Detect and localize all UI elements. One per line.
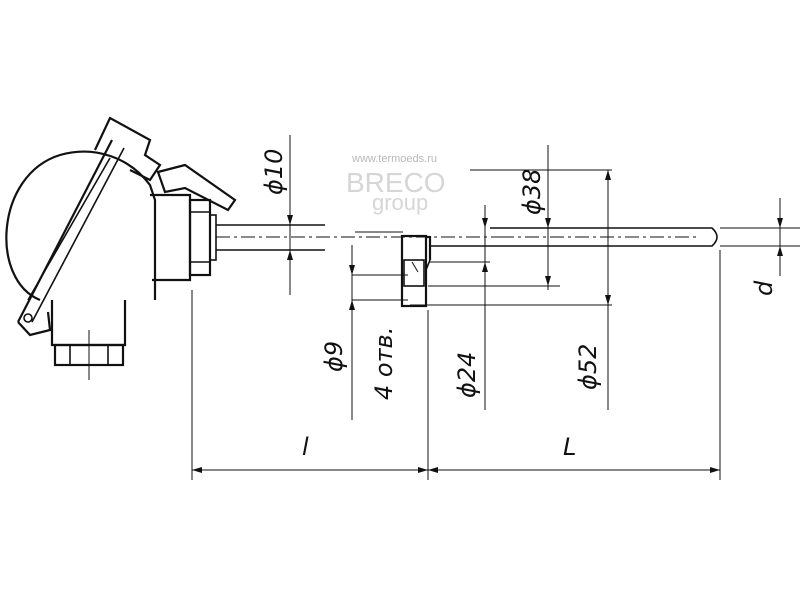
connection-head — [5, 116, 237, 380]
watermark-brand: BRECO — [346, 167, 446, 198]
sheath-tip — [430, 227, 718, 247]
hinge-pin — [23, 313, 33, 323]
lid-latch — [94, 116, 162, 182]
dim-d52: ϕ52 — [574, 344, 602, 390]
dim-l-large: L — [563, 433, 576, 461]
flange-hole — [403, 259, 425, 287]
flange — [400, 234, 428, 308]
watermark-url: www.termoeds.ru — [351, 153, 437, 165]
lid-edge-outer — [17, 139, 113, 323]
dim-d10: ϕ10 — [260, 149, 288, 195]
lid-edge-inner2 — [27, 157, 111, 301]
dim-d: d — [750, 280, 778, 296]
sheath — [216, 224, 718, 308]
lid-hinge — [17, 311, 52, 337]
dim-d38: ϕ38 — [518, 169, 546, 215]
dim-l-small: l — [302, 433, 309, 461]
lid-handle — [156, 163, 237, 212]
lid-edge-inner — [31, 147, 125, 323]
watermark: www.termoeds.ru BRECO group — [346, 153, 446, 215]
head-dome — [5, 150, 157, 302]
dim-holes: 4 отв. — [370, 327, 398, 400]
dim-d24: ϕ24 — [453, 352, 481, 398]
watermark-group: group — [372, 190, 428, 215]
dimensions: ϕ10 ϕ9 4 отв. ϕ24 ϕ38 ϕ52 — [191, 135, 800, 480]
dim-d9: ϕ9 — [320, 341, 348, 372]
